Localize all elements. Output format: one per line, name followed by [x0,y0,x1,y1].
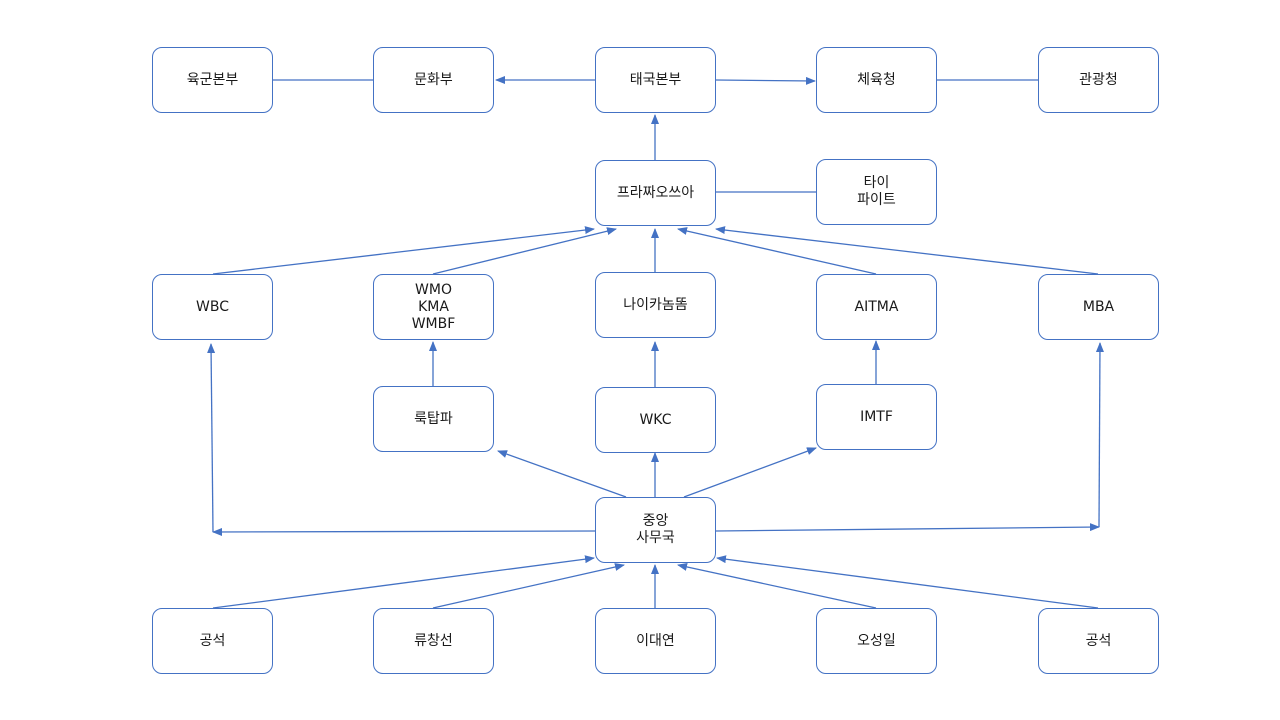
node-sports-agency: 체육청 [816,47,937,113]
node-ministry-of-culture: 문화부 [373,47,494,113]
node-label: WBC [196,298,229,315]
node-label: 프라짜오쓰아 [616,184,695,201]
node-lee-daeyeon: 이대연 [595,608,716,674]
node-vacant-right: 공석 [1038,608,1159,674]
node-aitma: AITMA [816,274,937,340]
node-label: AITMA [854,298,899,315]
node-prachaosua: 프라짜오쓰아 [595,160,716,226]
node-label: 공석 [1085,632,1112,649]
node-wmo-kma-wmbf: WMO KMA WMBF [373,274,494,340]
node-label: 타이 파이트 [857,175,896,208]
node-label: 룩탑파 [414,410,453,427]
node-label: IMTF [860,408,893,425]
node-label: 문화부 [414,71,453,88]
node-label: 중앙 사무국 [636,513,675,546]
node-naikanomtom: 나이카놈똠 [595,272,716,338]
node-label: 이대연 [636,632,675,649]
node-label: 체육청 [857,71,896,88]
edge-arrow-n12-n6 [715,226,1099,275]
node-wbc: WBC [152,274,273,340]
edge-arrow-n16-n13 [497,450,627,498]
node-imtf: IMTF [816,384,937,450]
node-label: 류창선 [414,632,453,649]
node-label: 관광청 [1079,71,1118,88]
node-label: 오성일 [857,632,896,649]
edge-arrow-n17-n16 [212,555,595,609]
node-ryu-changseon: 류창선 [373,608,494,674]
node-label: 공석 [199,632,226,649]
node-label: WKC [639,411,672,428]
edge-arrow-left-n8 [207,343,216,533]
edge-arrow-n18-n16 [432,563,625,609]
edge-arrow-n3-n4 [715,76,816,85]
node-label: 나이카놈똠 [623,296,688,313]
edge-arrow-n20-n16 [677,563,877,609]
node-vacant-left: 공석 [152,608,273,674]
edge-arrow-n16-right [715,523,1100,532]
edge-arrow-n16-left [212,527,596,536]
node-oh-seongil: 오성일 [816,608,937,674]
edge-arrow-n8-n6 [212,226,595,275]
node-label: MBA [1082,298,1115,315]
edge-arrow-n21-n16 [716,555,1099,609]
node-label: 육군본부 [186,71,239,88]
node-label: 태국본부 [629,71,682,88]
node-label: WMO KMA WMBF [411,281,456,332]
edge-arrow-right-n12 [1095,342,1104,528]
node-army-hq: 육군본부 [152,47,273,113]
node-wkc: WKC [595,387,716,453]
node-thai-fight: 타이 파이트 [816,159,937,225]
edge-arrow-n11-n6 [677,227,877,275]
node-luktappa: 룩탑파 [373,386,494,452]
node-mba: MBA [1038,274,1159,340]
node-thailand-hq: 태국본부 [595,47,716,113]
edge-arrow-n9-n6 [432,227,617,275]
node-tourism-agency: 관광청 [1038,47,1159,113]
edge-arrow-n16-n15 [683,447,817,498]
node-central-secretariat: 중앙 사무국 [595,497,716,563]
